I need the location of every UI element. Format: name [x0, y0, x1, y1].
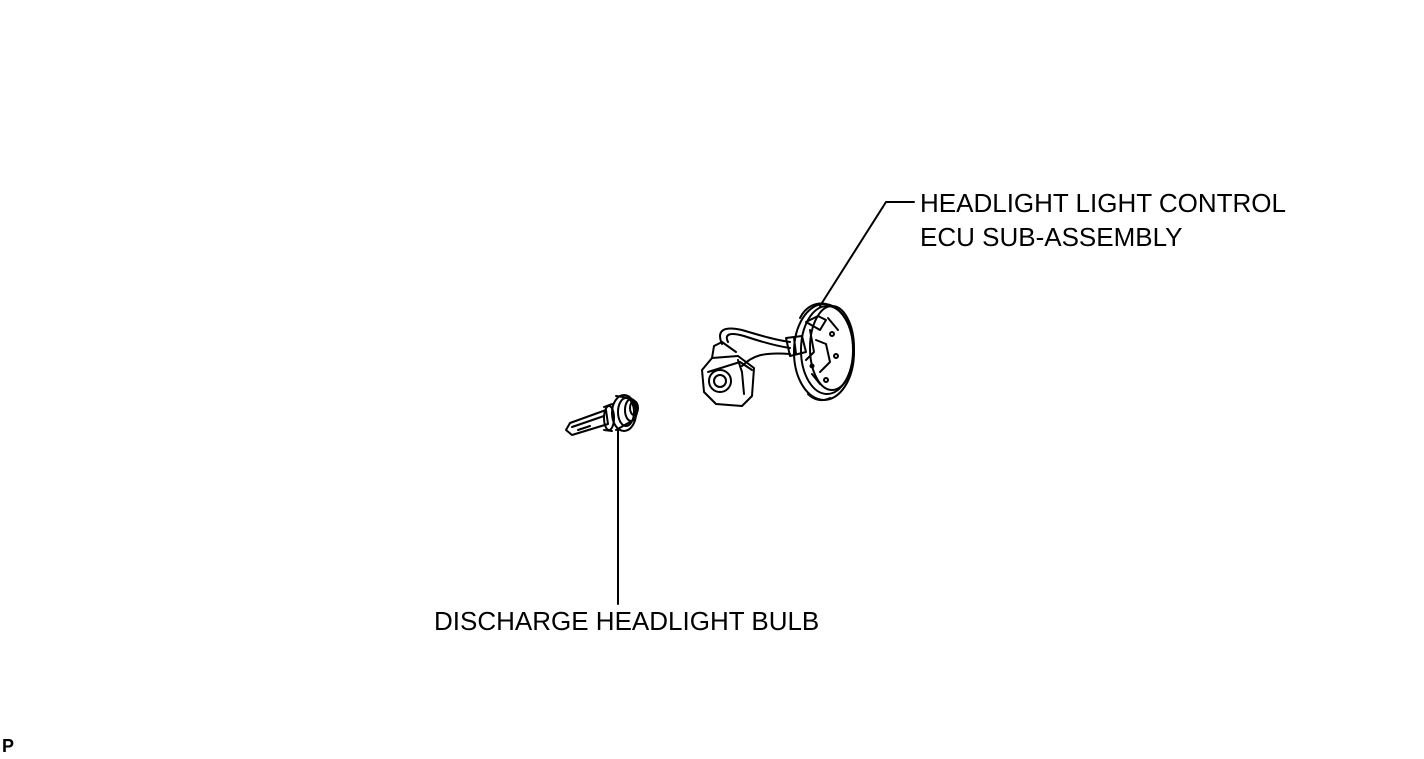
- bulb-callout-label: DISCHARGE HEADLIGHT BULB: [434, 606, 820, 636]
- ecu-leader-line: [819, 201, 915, 307]
- ecu-label-line-2: ECU SUB-ASSEMBLY: [920, 222, 1183, 252]
- ecu-callout-label: HEADLIGHT LIGHT CONTROL ECU SUB-ASSEMBLY: [920, 186, 1286, 254]
- ecu-label-line-1: HEADLIGHT LIGHT CONTROL: [920, 188, 1286, 218]
- headlight-light-control-ecu: [701, 302, 855, 407]
- discharge-headlight-bulb: [565, 394, 639, 436]
- figure-code: P: [2, 736, 15, 756]
